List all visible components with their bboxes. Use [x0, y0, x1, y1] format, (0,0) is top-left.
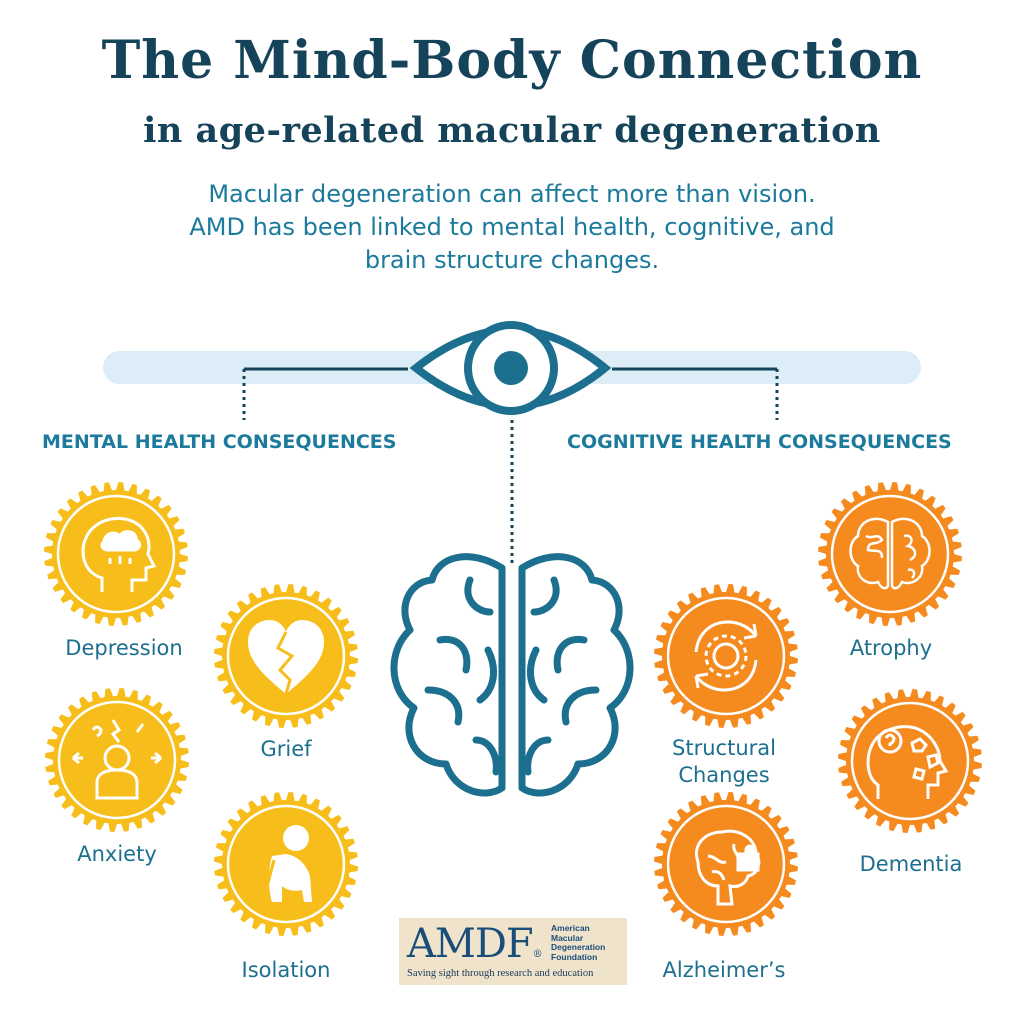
gear-ring	[666, 804, 786, 924]
intro-line-2: AMD has been linked to mental health, co…	[189, 213, 835, 241]
page-title: The Mind-Body Connection	[101, 30, 923, 91]
amdf-logo: AMDF® American Macular Degeneration Foun…	[399, 918, 627, 985]
gear-ring	[226, 596, 346, 716]
registered-mark: ®	[532, 949, 543, 960]
grief-label: Grief	[260, 737, 312, 761]
anxiety-gear	[45, 688, 189, 832]
brain-atrophy-icon	[849, 517, 931, 590]
isolation-gear	[214, 792, 358, 936]
gear-ring	[830, 494, 950, 614]
intro-text: Macular degeneration can affect more tha…	[112, 178, 912, 277]
amdf-logo-letters: AMDF	[407, 921, 534, 967]
depression-gear	[44, 482, 188, 626]
amdf-tagline: Saving sight through research and educat…	[407, 968, 594, 979]
dotted-connector	[242, 369, 779, 565]
atrophy-gear	[818, 482, 962, 626]
cognitive-health-heading: COGNITIVE HEALTH CONSEQUENCES	[567, 431, 952, 453]
dementia-gear	[838, 689, 982, 833]
structural-changes-gear	[654, 584, 798, 728]
anxiety-label: Anxiety	[77, 842, 157, 866]
dementia-icon	[866, 725, 949, 799]
isolation-icon	[262, 825, 312, 902]
mental-health-heading: MENTAL HEALTH CONSEQUENCES	[42, 431, 397, 453]
alzheimers-gear	[654, 792, 798, 936]
gear-ring	[57, 700, 177, 820]
page-subtitle: in age-related macular degeneration	[143, 110, 881, 151]
depression-label: Depression	[65, 636, 183, 660]
structural-changes-line-2: Changes	[678, 763, 770, 787]
amdf-org-name: American Macular Degeneration Foundation	[551, 923, 606, 962]
broken-heart-icon	[248, 620, 324, 695]
gear-ring	[226, 804, 346, 924]
org-line-2: Macular	[551, 932, 584, 943]
anxiety-icon	[72, 719, 162, 800]
intro-line-3: brain structure changes.	[364, 246, 660, 274]
org-line-4: Foundation	[551, 951, 598, 962]
org-line-1: American	[551, 923, 590, 933]
dementia-label: Dementia	[859, 852, 963, 876]
structural-changes-label: Structural Changes	[634, 735, 814, 789]
gear-ring	[666, 596, 786, 716]
structural-change-icon	[694, 620, 758, 692]
atrophy-label: Atrophy	[849, 636, 933, 660]
gear-ring	[56, 494, 176, 614]
alzheimers-label: Alzheimer’s	[662, 958, 786, 982]
brain-icon	[390, 553, 634, 797]
amdf-logo-mark: AMDF®	[407, 921, 543, 967]
org-line-3: Degeneration	[551, 942, 606, 952]
gear-shape	[45, 688, 189, 832]
eye-icon	[409, 321, 612, 415]
gear-ring	[850, 701, 970, 821]
grief-gear	[214, 584, 358, 728]
intro-line-1: Macular degeneration can affect more tha…	[208, 180, 816, 208]
isolation-label: Isolation	[241, 958, 331, 982]
gear-shape	[654, 792, 798, 936]
structural-changes-line-1: Structural	[672, 736, 776, 760]
brain-puzzle-icon	[695, 829, 761, 906]
gear-shape	[654, 584, 798, 728]
gear-shape	[44, 482, 188, 626]
gear-shape	[818, 482, 962, 626]
depression-icon	[81, 516, 157, 592]
gear-shape	[838, 689, 982, 833]
